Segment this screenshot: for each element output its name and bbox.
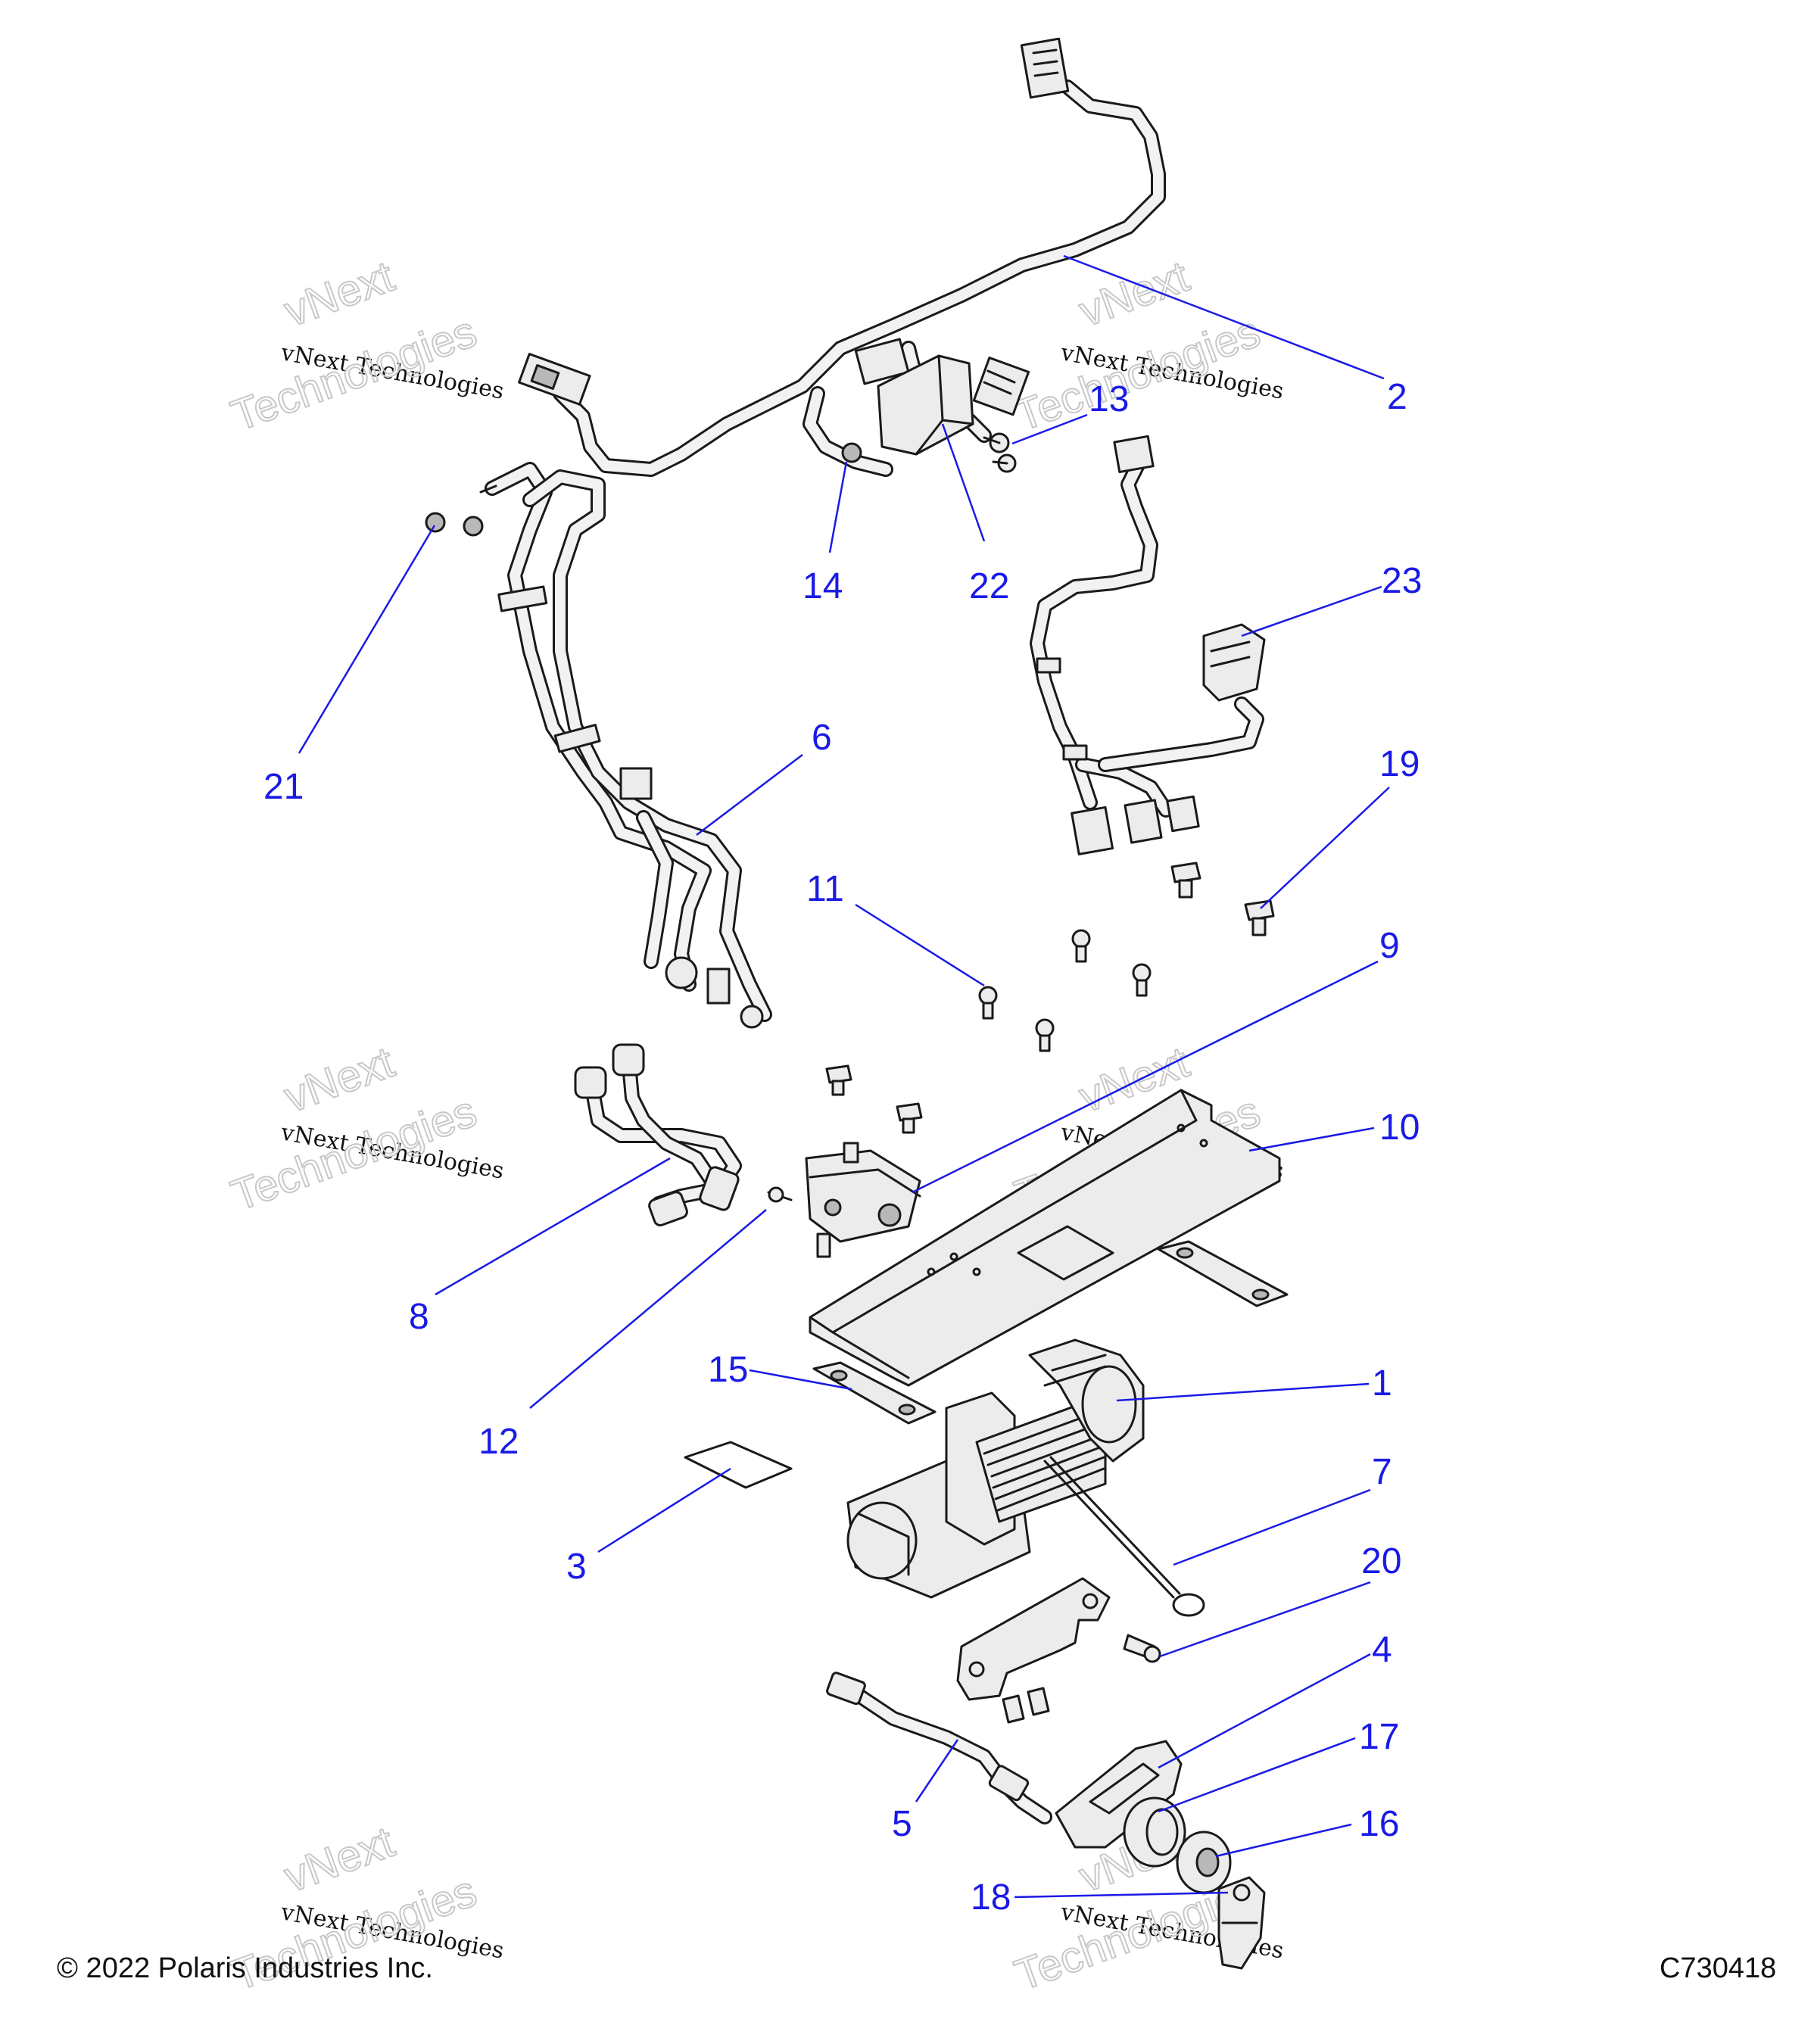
bolt-set-11: [978, 929, 1152, 1052]
callout-8: 8: [409, 1297, 429, 1337]
callout-1: 1: [1372, 1363, 1392, 1404]
leader-6: [696, 754, 803, 836]
winch-assembly: [846, 1338, 1205, 1617]
fairlead-backing-plate: [956, 1577, 1111, 1701]
callout-2: 2: [1387, 377, 1407, 417]
leader-22: [941, 423, 986, 542]
leader-1: [1116, 1382, 1370, 1402]
callout-12: 12: [478, 1422, 519, 1462]
callout-21: 21: [263, 767, 304, 807]
leader-9: [912, 960, 1379, 1194]
callout-14: 14: [803, 566, 843, 606]
callout-23: 23: [1382, 561, 1422, 601]
mount-strap: [1157, 1240, 1289, 1307]
leader-14: [828, 461, 848, 553]
battery-cable: [574, 1043, 742, 1227]
copyright-text: © 2022 Polaris Industries Inc.: [57, 1952, 433, 1984]
winch-contactor: [767, 1142, 921, 1258]
control-module: [841, 354, 974, 463]
leader-8: [435, 1157, 671, 1296]
callout-3: 3: [566, 1547, 587, 1587]
winch-mount-plate: [809, 1089, 1281, 1387]
callout-15: 15: [708, 1350, 748, 1390]
leader-21: [298, 525, 436, 754]
diagram-code: C730418: [1660, 1952, 1776, 1984]
hawse-fairlead: [1055, 1740, 1183, 1849]
watermark-small-text: vNext: [278, 1037, 400, 1122]
leader-13: [1011, 413, 1088, 445]
callout-17: 17: [1359, 1717, 1399, 1757]
callout-11: 11: [806, 869, 844, 909]
watermark-3: vNext vNext Technologies Technologies: [224, 1036, 506, 1221]
leader-23: [1241, 585, 1382, 637]
screw-set-13: [983, 432, 1017, 473]
fairlead-bolt: [1123, 1634, 1161, 1663]
callout-13: 13: [1089, 379, 1129, 419]
watermark-small-text: vNext: [278, 251, 400, 336]
leader-15: [749, 1369, 852, 1391]
callout-4: 4: [1372, 1630, 1392, 1670]
leader-5: [915, 1739, 959, 1803]
battery-cable-harness: [479, 462, 772, 1029]
flange-bolts: [825, 1064, 923, 1134]
leader-16: [1215, 1823, 1352, 1858]
leader-2: [1063, 254, 1385, 380]
watermark-2: vNext vNext Technologies Technologies: [1008, 251, 1286, 441]
callout-9: 9: [1379, 926, 1400, 966]
callout-5: 5: [892, 1804, 912, 1844]
switch-harness: [826, 1672, 1052, 1824]
leader-20: [1159, 1581, 1371, 1658]
winch-decal: [684, 1441, 793, 1489]
callout-labels: 1 2 3 4 5 6 7 8 9 10 11 12 13 14 15 16 1…: [263, 377, 1422, 1918]
leader-3: [597, 1467, 731, 1553]
bolt-set-19: [1170, 862, 1275, 936]
plate-screws: [1002, 1687, 1050, 1724]
winch-hook: [1217, 1876, 1266, 1970]
leader-18: [1014, 1891, 1229, 1899]
leader-7: [1173, 1488, 1371, 1566]
stopper-washer: [1176, 1831, 1232, 1894]
leader-10: [1248, 1126, 1375, 1152]
callout-6: 6: [812, 718, 832, 758]
accessory-harness: [1030, 435, 1266, 855]
callout-7: 7: [1372, 1452, 1392, 1492]
callout-10: 10: [1379, 1108, 1420, 1148]
leader-12: [529, 1209, 767, 1409]
callout-19: 19: [1379, 744, 1420, 784]
spacer-strap: [812, 1361, 937, 1425]
nut-set-21: [425, 512, 484, 537]
callout-18: 18: [971, 1877, 1011, 1918]
watermark-small-text: vNext: [1073, 251, 1195, 336]
watermark-1: vNext vNext Technologies Technologies: [224, 251, 506, 441]
leader-4: [1158, 1653, 1371, 1769]
cable-stopper: [1123, 1796, 1186, 1868]
leader-19: [1260, 787, 1390, 909]
callout-16: 16: [1359, 1804, 1399, 1844]
callout-20: 20: [1361, 1541, 1401, 1581]
watermark-small-text: vNext: [278, 1817, 400, 1902]
leader-17: [1158, 1737, 1356, 1813]
callout-22: 22: [969, 566, 1009, 606]
leader-lines: [298, 254, 1390, 1899]
leader-11: [855, 903, 985, 987]
main-wire-harness: [518, 37, 1166, 477]
